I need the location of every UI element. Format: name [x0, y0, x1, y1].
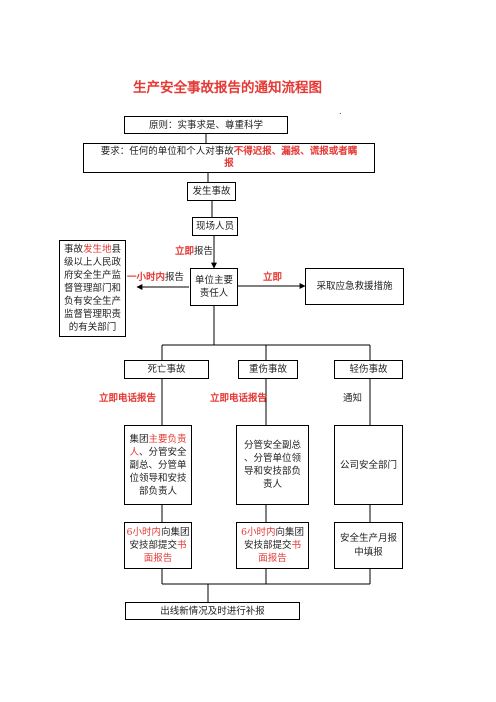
one-hour-report-label: 一小时内报告 [127, 272, 185, 283]
immediately-label: 立即 [263, 272, 283, 283]
phone-report-label-death: 立即电话报告 [99, 393, 157, 404]
phone-report-label-serious: 立即电话报告 [210, 393, 268, 404]
death-notify-box: 集团主要负责 人、分管安全 副总、分管单 位领导和安技 部负责人 [124, 425, 192, 505]
corner-dot: . [339, 107, 342, 116]
onsite-personnel-box: 现场人员 [192, 217, 238, 236]
responsible-person-box: 单位主要 责任人 [190, 268, 238, 306]
requirement-emphasis: 不得迟报、漏报、谎报或者瞒 [233, 146, 358, 157]
requirement-box: 要求：任何的单位和个人对事故不得迟报、漏报、谎报或者瞒 报 [83, 143, 375, 173]
serious-notify-box: 分管安全副总 、分管单位领 导和安技部负 责人 [236, 425, 309, 505]
safety-department-box: 公司安全部门 [334, 425, 403, 505]
serious-injury-box: 重伤事故 [238, 360, 298, 379]
written-report-box-death: 6小时内向集团 安技部提交书 面报告 [124, 522, 192, 569]
requirement-emphasis-end: 报 [224, 158, 234, 169]
report-immediately-label: 立即报告 [175, 246, 214, 257]
page-title: 生产安全事故报告的通知流程图 [133, 80, 322, 96]
government-departments-box: 事故发生地县 级以上人民政 府安全生产监 督管理部门和 负有安全生产 监督管理职… [59, 240, 126, 337]
supplement-report-box: 出线新情况及时进行补报 [125, 602, 300, 620]
principle-box: 原则：实事求是、尊重科学 [124, 116, 288, 134]
written-report-box-serious: 6小时内向集团 安技部提交书 面报告 [236, 522, 309, 569]
accident-box: 发生事故 [187, 182, 236, 201]
requirement-prefix: 要求：任何的单位和个人对事故 [100, 146, 234, 157]
notify-label: 通知 [343, 393, 363, 404]
monthly-report-box: 安全生产月报 中填报 [334, 522, 403, 569]
emergency-rescue-box: 采取应急救援措施 [305, 268, 404, 305]
death-accident-box: 死亡事故 [124, 360, 209, 379]
minor-injury-box: 轻伤事故 [334, 360, 403, 379]
